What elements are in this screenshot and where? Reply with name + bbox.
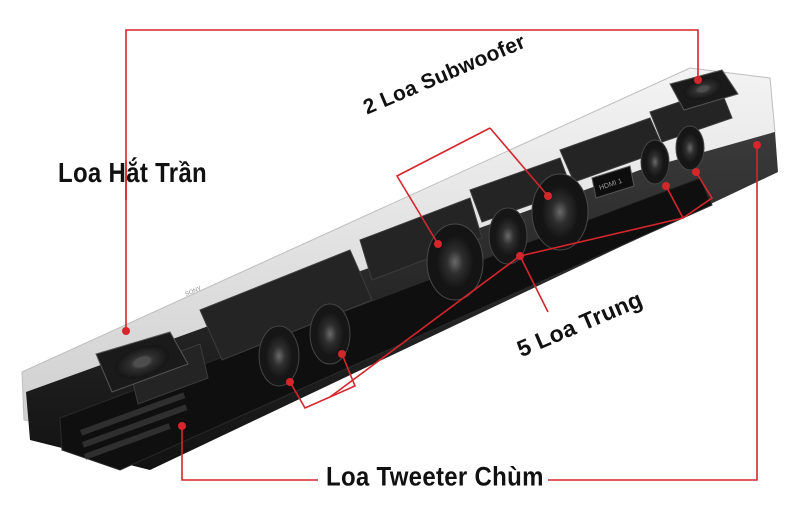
grille-dots (80, 392, 188, 460)
callout-line-tweeter-right (528, 145, 758, 481)
subwoofer-driver-2 (531, 173, 589, 251)
callout-dot-icon (544, 192, 552, 200)
ceiling-driver-right (669, 69, 739, 111)
callout-dot-icon (516, 252, 524, 260)
ceiling-driver-left (95, 331, 189, 393)
callout-dot-icon (338, 350, 346, 358)
callout-dot-icon (692, 168, 700, 176)
subwoofer-driver-1 (426, 223, 484, 301)
midrange-driver-5 (675, 125, 705, 171)
callout-dot-icon (694, 76, 702, 84)
callout-dot-icon (753, 141, 761, 149)
callout-line-mid-right-2 (682, 171, 714, 219)
callout-label-tweeter: Loa Tweeter Chùm (322, 462, 548, 494)
brand-mark: SONY (185, 286, 203, 298)
soundbar-cutaway-image: HDMI 1 SONY (21, 67, 778, 471)
callout-dot-icon (662, 182, 670, 190)
callout-lines (125, 29, 758, 481)
tweeter-grille (59, 177, 713, 471)
callout-dot-icon (178, 422, 186, 430)
midrange-driver-3 (488, 207, 528, 265)
callout-dots (122, 76, 761, 430)
callout-line-sub-right (489, 127, 549, 197)
callout-dot-icon (434, 240, 442, 248)
callout-dot-icon (286, 378, 294, 386)
callout-label-ceiling: Loa Hắt Trần (58, 157, 207, 189)
midrange-driver-2 (309, 303, 351, 365)
callout-line-tweeter (181, 426, 318, 481)
midrange-driver-4 (640, 139, 670, 185)
callout-dot-icon (122, 327, 130, 335)
hdmi-port-plate: HDMI 1 (591, 165, 635, 199)
midrange-driver-1 (258, 325, 300, 387)
callout-line-sub-left (395, 127, 491, 245)
